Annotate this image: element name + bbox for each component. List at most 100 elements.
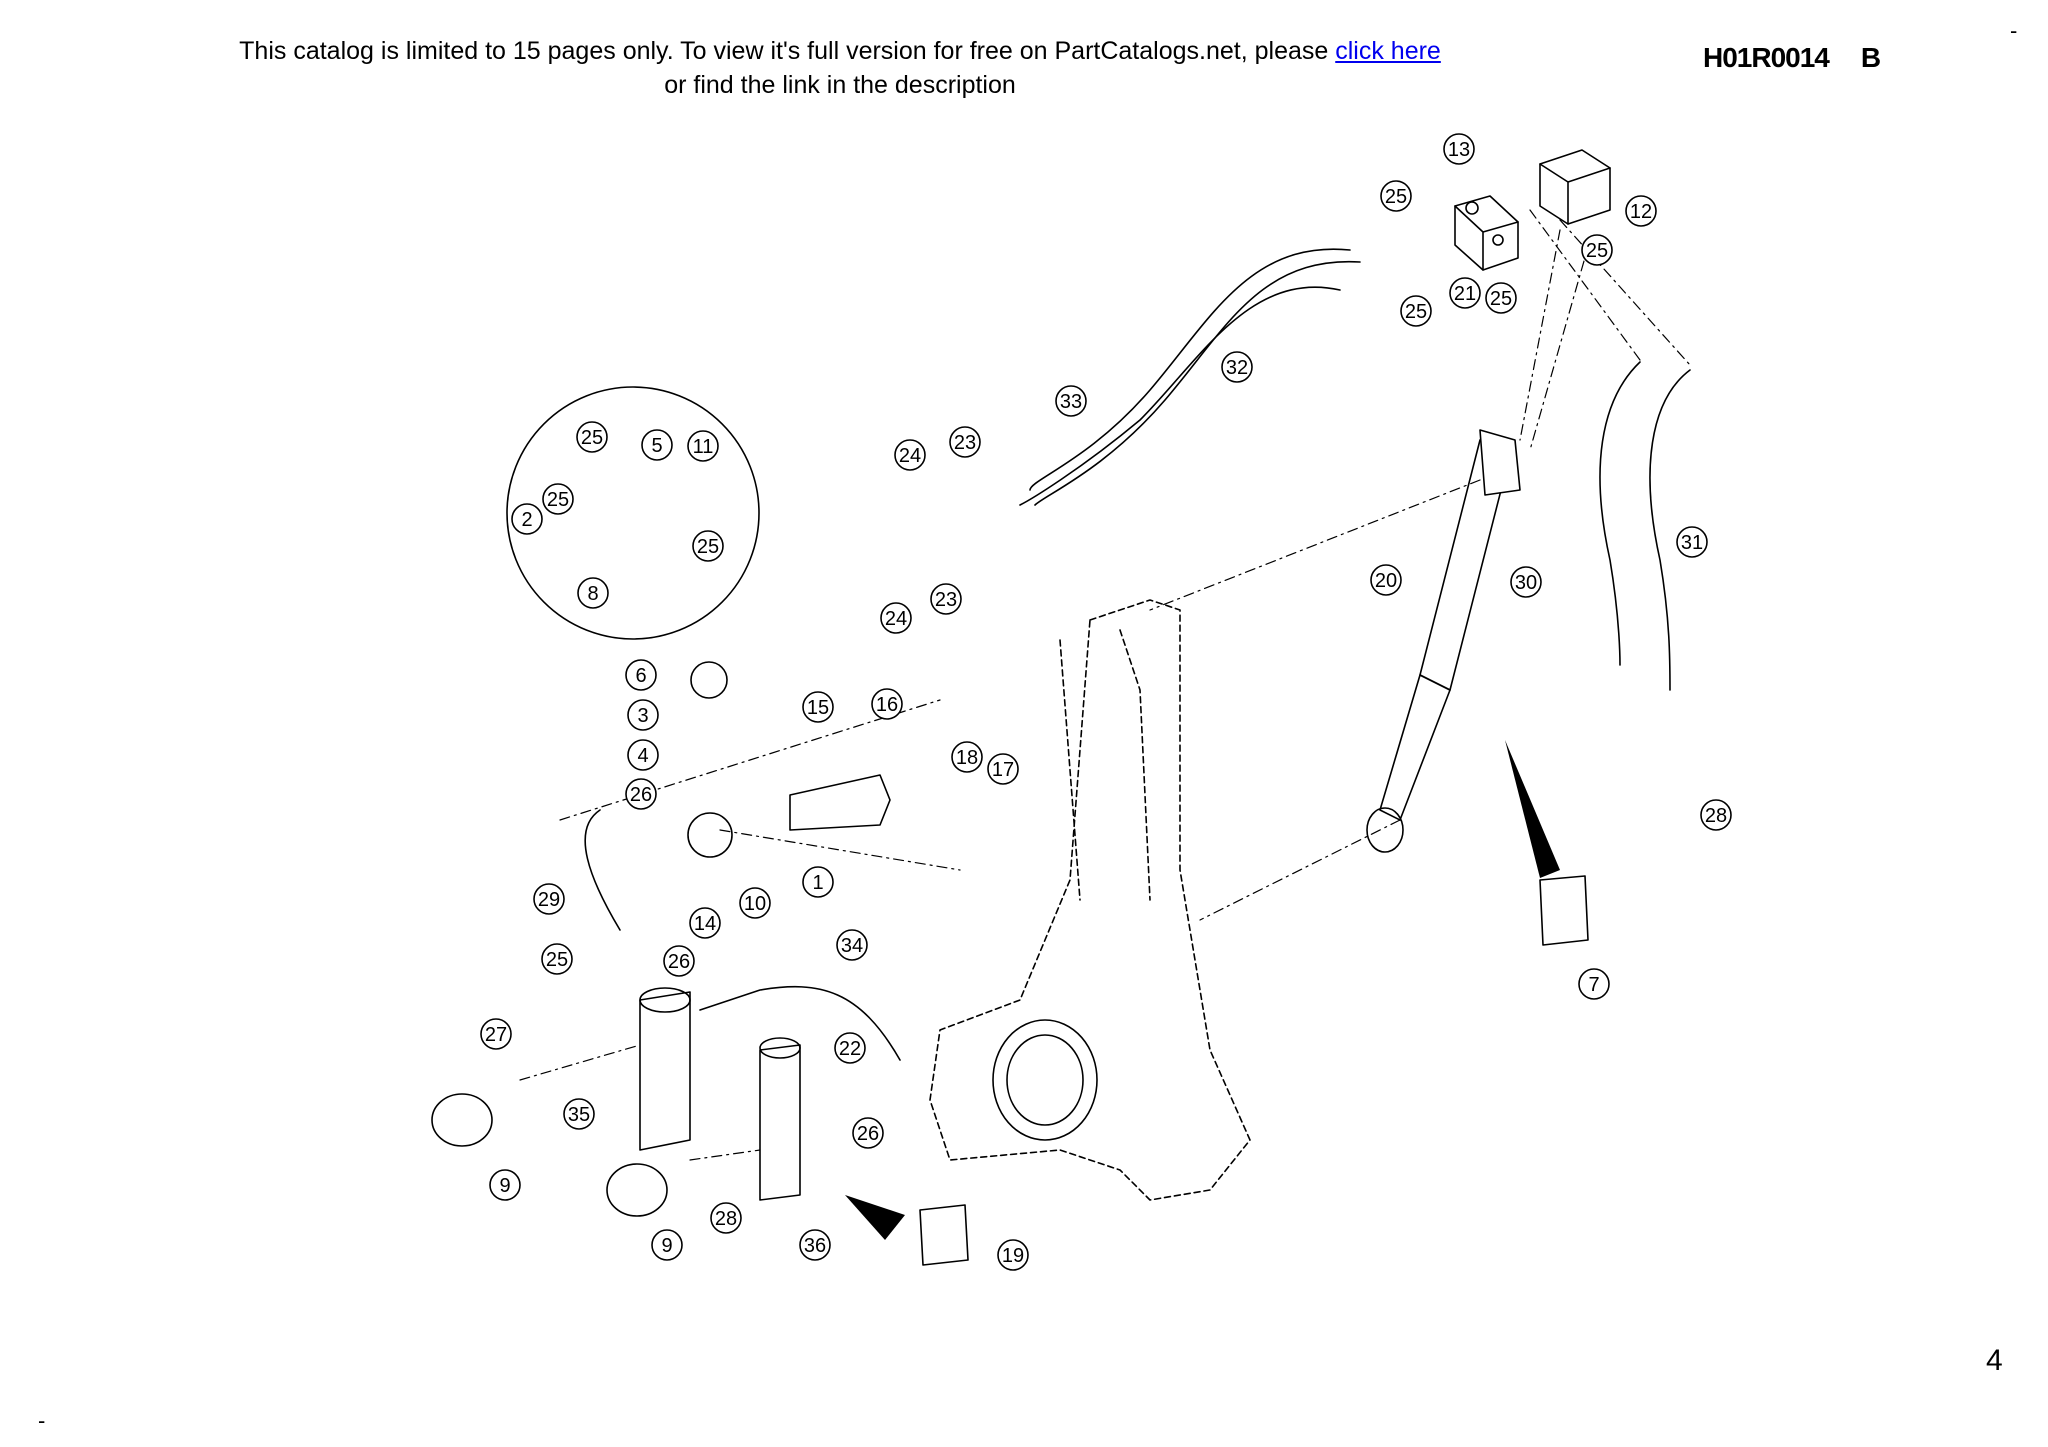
callout-number: 10 (744, 893, 766, 915)
callout-number: 34 (841, 935, 863, 957)
callout-30: 30 (1510, 566, 1542, 598)
callout-22: 22 (834, 1032, 866, 1064)
callout-25: 25 (692, 530, 724, 562)
callout-number: 25 (546, 949, 568, 971)
callout-number: 26 (857, 1123, 879, 1145)
catalog-limit-notice: This catalog is limited to 15 pages only… (200, 34, 1480, 102)
callout-31: 31 (1676, 526, 1708, 558)
hydraulic-cylinder (1366, 429, 1521, 853)
callout-7: 7 (1578, 968, 1610, 1000)
callout-number: 25 (1385, 186, 1407, 208)
callout-21: 21 (1449, 277, 1481, 309)
callout-8: 8 (577, 577, 609, 609)
callout-number: 15 (807, 697, 829, 719)
callout-circle (663, 945, 695, 977)
callout-number: 36 (804, 1235, 826, 1257)
callout-6: 6 (625, 659, 657, 691)
callout-14: 14 (689, 907, 721, 939)
pressure-gauge (690, 661, 728, 699)
decal-plate-7 (1539, 875, 1589, 946)
callout-number: 35 (568, 1104, 590, 1126)
callout-number: 3 (637, 705, 648, 727)
callout-circle (641, 429, 673, 461)
callout-35: 35 (563, 1098, 595, 1130)
callout-circle (951, 741, 983, 773)
callout-circle (625, 778, 657, 810)
callout-circle (1221, 351, 1253, 383)
callout-number: 8 (587, 583, 598, 605)
notice-line-2: or find the link in the description (664, 71, 1016, 99)
callout-number: 16 (876, 694, 898, 716)
callout-number: 25 (1405, 301, 1427, 323)
callout-26: 26 (852, 1117, 884, 1149)
callout-circle (852, 1117, 884, 1149)
callout-20: 20 (1370, 564, 1402, 596)
callout-circle (1485, 282, 1517, 314)
callout-number: 25 (697, 536, 719, 558)
callout-27: 27 (480, 1018, 512, 1050)
callout-circle (880, 602, 912, 634)
callout-circle (533, 883, 565, 915)
callout-circle (802, 691, 834, 723)
callout-12: 12 (1625, 195, 1657, 227)
callout-26: 26 (663, 945, 695, 977)
callout-circle (1700, 799, 1732, 831)
callout-circle (511, 503, 543, 535)
callout-13: 13 (1443, 133, 1475, 165)
callout-circle (627, 699, 659, 731)
callout-circle (1443, 133, 1475, 165)
callout-11: 11 (687, 430, 719, 462)
callout-circle (1625, 195, 1657, 227)
callout-number: 21 (1454, 283, 1476, 305)
callout-number: 14 (694, 913, 716, 935)
callout-number: 28 (1705, 805, 1727, 827)
callout-number: 23 (954, 432, 976, 454)
callout-number: 26 (630, 784, 652, 806)
callout-15: 15 (802, 691, 834, 723)
callout-circle (987, 753, 1019, 785)
callout-circle (689, 907, 721, 939)
callout-number: 31 (1681, 532, 1703, 554)
corner-mark-bottom-left: - (38, 1408, 46, 1433)
callout-circle (710, 1202, 742, 1234)
callout-number: 4 (637, 745, 648, 767)
callout-36: 36 (799, 1229, 831, 1261)
callout-circle (930, 583, 962, 615)
callout-4: 4 (627, 739, 659, 771)
callout-circle (1380, 180, 1412, 212)
callout-circle (1370, 564, 1402, 596)
manifold-block (1454, 195, 1519, 271)
callout-25: 25 (576, 421, 608, 453)
callout-circle (997, 1239, 1029, 1271)
callout-24: 24 (894, 439, 926, 471)
callout-number: 13 (1448, 139, 1470, 161)
callout-circle (871, 688, 903, 720)
hose-32 (1649, 369, 1691, 691)
callout-9: 9 (489, 1169, 521, 1201)
callout-32: 32 (1221, 351, 1253, 383)
callout-number: 28 (715, 1208, 737, 1230)
callout-number: 32 (1226, 357, 1248, 379)
callout-number: 29 (538, 889, 560, 911)
callout-number: 17 (992, 759, 1014, 781)
callout-28: 28 (710, 1202, 742, 1234)
hose-31 (1599, 361, 1641, 666)
corner-mark-top-right: - (2010, 18, 2018, 43)
click-here-link[interactable]: click here (1335, 37, 1441, 65)
callout-18: 18 (951, 741, 983, 773)
callout-number: 9 (499, 1175, 510, 1197)
callout-number: 25 (1490, 288, 1512, 310)
notice-text: This catalog is limited to 15 pages only… (239, 37, 1336, 65)
decal-plate-19 (919, 1204, 969, 1266)
callout-26: 26 (625, 778, 657, 810)
callout-number: 2 (521, 509, 532, 531)
callout-34: 34 (836, 929, 868, 961)
callout-circle (894, 439, 926, 471)
detail-view-circle (506, 386, 760, 640)
callout-17: 17 (987, 753, 1019, 785)
callout-number: 18 (956, 747, 978, 769)
callout-circle (949, 426, 981, 458)
callout-circle (687, 430, 719, 462)
callout-number: 27 (485, 1024, 507, 1046)
pointer-arrow-19 (845, 1195, 905, 1240)
